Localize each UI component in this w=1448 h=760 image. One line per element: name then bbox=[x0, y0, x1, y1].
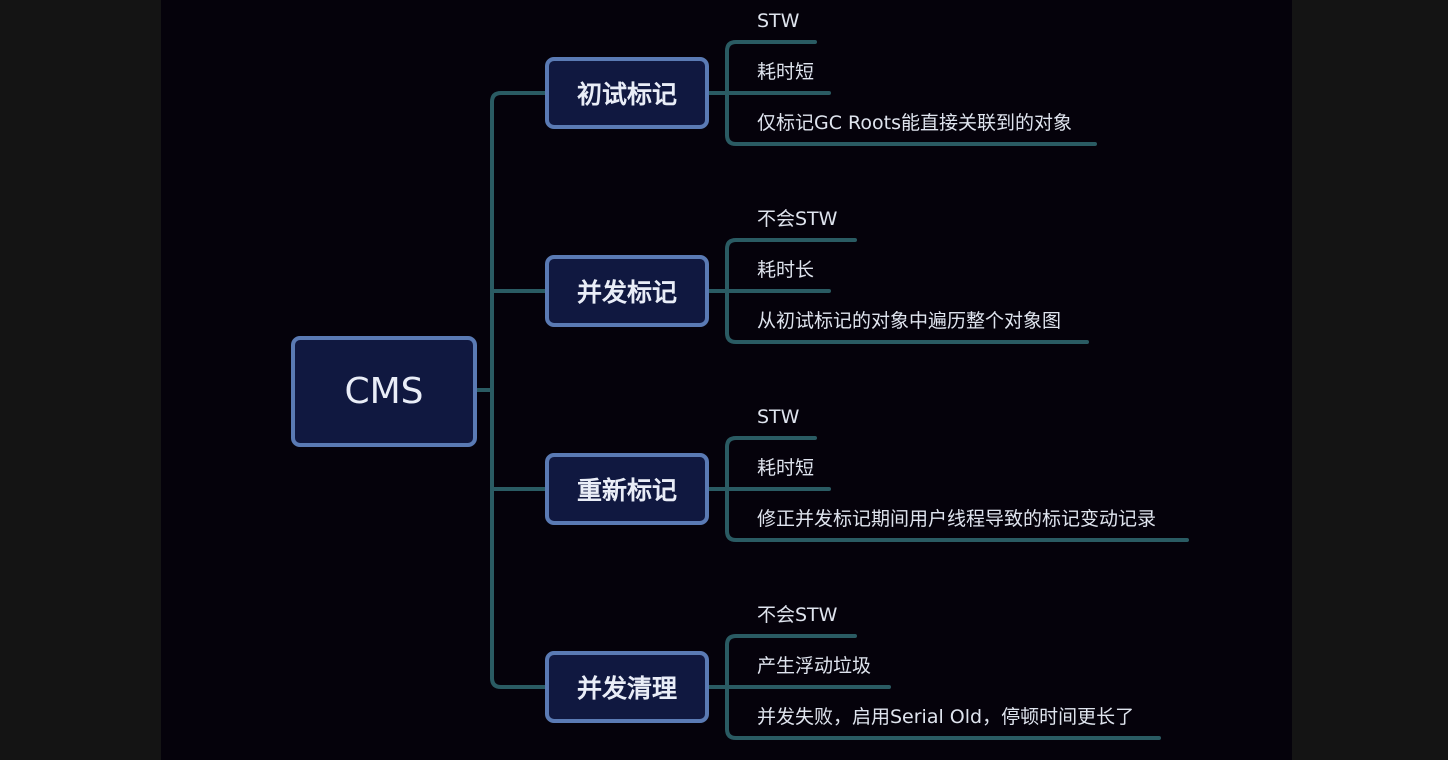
branch-node-concurrent-mark[interactable]: 并发标记 bbox=[545, 255, 709, 327]
leaf-text: STW bbox=[757, 406, 800, 428]
leaf-text: 并发失败，启用Serial Old，停顿时间更长了 bbox=[757, 706, 1135, 728]
branch-node-label: 并发清理 bbox=[576, 674, 677, 703]
connector-line bbox=[725, 634, 857, 647]
leaf-text: STW bbox=[757, 10, 800, 32]
branch-node-label: 初试标记 bbox=[576, 80, 677, 109]
connector-line bbox=[725, 529, 1189, 542]
root-node-cms[interactable]: CMS bbox=[291, 336, 477, 447]
leaf-text: 耗时长 bbox=[757, 259, 815, 281]
branch-node-remark[interactable]: 重新标记 bbox=[545, 453, 709, 525]
connector-lines bbox=[475, 40, 1189, 740]
leaf-text: 不会STW bbox=[757, 208, 838, 230]
leaf-text: 从初试标记的对象中遍历整个对象图 bbox=[757, 310, 1062, 332]
connector-line bbox=[490, 676, 547, 689]
branch-node-label: 重新标记 bbox=[576, 476, 677, 505]
connector-line bbox=[725, 133, 1097, 146]
mindmap-canvas: CMS 初试标记 STW 耗时短 仅标记GC Roots能直接关联到的对象 并发… bbox=[161, 0, 1292, 760]
leaf-text: 仅标记GC Roots能直接关联到的对象 bbox=[757, 112, 1072, 134]
branch-node-concurrent-sweep[interactable]: 并发清理 bbox=[545, 651, 709, 723]
leaf-text: 耗时短 bbox=[757, 61, 815, 83]
leaf-text: 修正并发标记期间用户线程导致的标记变动记录 bbox=[757, 508, 1157, 530]
connector-line bbox=[725, 331, 1089, 344]
branch-node-initial-mark[interactable]: 初试标记 bbox=[545, 57, 709, 129]
leaf-text: 产生浮动垃圾 bbox=[757, 655, 872, 677]
leaf-text: 不会STW bbox=[757, 604, 838, 626]
connector-line bbox=[725, 727, 1161, 740]
connector-line bbox=[725, 40, 817, 53]
branch-node-label: 并发标记 bbox=[576, 278, 677, 307]
connector-line bbox=[725, 238, 857, 251]
root-node-label: CMS bbox=[344, 371, 424, 412]
leaf-text: 耗时短 bbox=[757, 457, 815, 479]
connector-line bbox=[490, 91, 547, 104]
connector-line bbox=[725, 436, 817, 449]
